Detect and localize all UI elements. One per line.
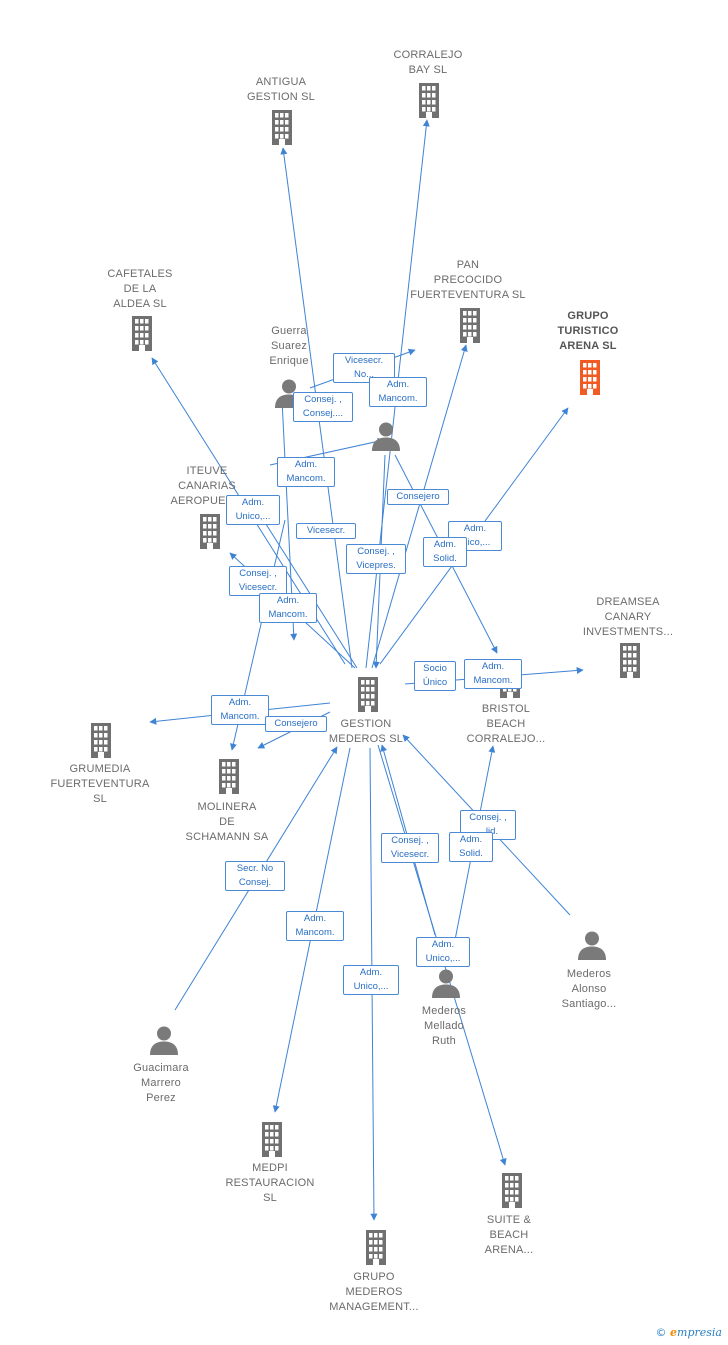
node-name: ANTIGUA GESTION SL <box>246 76 316 103</box>
building-icon-suite[interactable] <box>501 1172 523 1213</box>
node-name: Mederos Alonso Santiago... <box>561 968 617 1010</box>
relation-role-label: Adm. Mancom. <box>464 659 522 689</box>
building-icon-gestion[interactable] <box>357 676 379 717</box>
building-icon-pan[interactable] <box>459 307 481 348</box>
copyright-symbol: © <box>655 1326 667 1339</box>
node-name: CORRALEJO BAY SL <box>393 49 463 76</box>
node-name: SUITE & BEACH ARENA... <box>484 1214 534 1256</box>
person-icon-ruth[interactable] <box>431 968 461 1003</box>
node-name: PAN PRECOCIDO FUERTEVENTURA SL <box>410 259 526 301</box>
node-name: GRUPO TURISTICO ARENA SL <box>557 310 619 352</box>
relation-role-label: Adm. Mancom. <box>286 911 344 941</box>
node-name: CAFETALES DE LA ALDEA SL <box>107 268 173 310</box>
person-icon-guacimara[interactable] <box>149 1025 179 1060</box>
person-icon-anon[interactable] <box>371 421 401 456</box>
node-name: BRISTOL BEACH CORRALEJO... <box>466 703 546 745</box>
relation-role-label: Vicesecr. <box>296 523 356 539</box>
node-label-bristol[interactable]: BRISTOL BEACH CORRALEJO... <box>436 702 576 747</box>
building-icon-antigua[interactable] <box>271 109 293 150</box>
node-label-iteuve[interactable]: ITEUVE CANARIAS AEROPUER... <box>137 464 277 509</box>
relation-role-label: Adm. Mancom. <box>259 593 317 623</box>
node-label-grupo_turistico[interactable]: GRUPO TURISTICO ARENA SL <box>518 309 658 354</box>
building-icon-grupo_mederos[interactable] <box>365 1229 387 1270</box>
node-label-corralejo[interactable]: CORRALEJO BAY SL <box>358 48 498 78</box>
node-label-grumedia[interactable]: GRUMEDIA FUERTEVENTURA SL <box>30 762 170 807</box>
relation-edge <box>371 344 468 669</box>
relation-role-label: Adm. Unico,... <box>416 937 470 967</box>
relation-role-label: Consej. , Vicepres. <box>346 544 406 574</box>
node-label-gestion[interactable]: GESTION MEDEROS SL <box>296 717 436 747</box>
building-icon-iteuve[interactable] <box>199 513 221 554</box>
relation-role-label: Adm. Mancom. <box>211 695 269 725</box>
relation-role-label: Adm. Solid. <box>449 832 493 862</box>
node-name: MOLINERA DE SCHAMANN SA <box>185 801 269 843</box>
node-label-guacimara[interactable]: Guacimara Marrero Perez <box>91 1061 231 1106</box>
node-name: GESTION MEDEROS SL <box>328 718 404 745</box>
node-name: GRUPO MEDEROS MANAGEMENT... <box>329 1271 419 1313</box>
node-label-cafetales[interactable]: CAFETALES DE LA ALDEA SL <box>70 267 210 312</box>
node-label-suite[interactable]: SUITE & BEACH ARENA... <box>439 1213 579 1258</box>
node-label-ruth[interactable]: Mederos Mellado Ruth <box>374 1004 514 1049</box>
brand-initial: e <box>670 1326 678 1339</box>
node-name: Mederos Mellado Ruth <box>421 1005 467 1047</box>
building-icon-cafetales[interactable] <box>131 315 153 356</box>
node-name: Guerra Suarez Enrique <box>269 325 309 367</box>
relation-role-label: Adm. Unico,... <box>343 965 399 995</box>
node-label-pan[interactable]: PAN PRECOCIDO FUERTEVENTURA SL <box>398 258 538 303</box>
building-icon-grupo_turistico[interactable] <box>579 359 601 400</box>
relation-role-label: Consej. , Vicesecr. <box>229 566 287 596</box>
relation-role-label: Consej. , Consej.... <box>293 392 353 422</box>
building-icon-grumedia[interactable] <box>90 722 112 763</box>
node-label-antigua[interactable]: ANTIGUA GESTION SL <box>211 75 351 105</box>
building-icon-molinera[interactable] <box>218 758 240 799</box>
relation-edge <box>251 501 358 669</box>
node-name: Guacimara Marrero Perez <box>133 1062 189 1104</box>
node-name: ITEUVE CANARIAS AEROPUER... <box>170 465 244 507</box>
relation-role-label: Adm. Mancom. <box>369 377 427 407</box>
building-icon-medpi[interactable] <box>261 1121 283 1162</box>
node-label-alonso[interactable]: Mederos Alonso Santiago... <box>519 967 659 1012</box>
node-name: MEDPI RESTAURACION SL <box>225 1162 315 1204</box>
brand-name: mpresia <box>677 1326 722 1339</box>
relation-role-label: Consej. , Vicesecr. <box>381 833 439 863</box>
empresia-credit[interactable]: © empresia <box>656 1326 722 1339</box>
relation-role-label: Adm. Mancom. <box>277 457 335 487</box>
relation-role-label: Socio Único <box>414 661 456 691</box>
node-label-guerra[interactable]: Guerra Suarez Enrique <box>219 324 359 369</box>
relation-role-label: Consejero <box>387 489 449 505</box>
node-label-molinera[interactable]: MOLINERA DE SCHAMANN SA <box>157 800 297 845</box>
node-label-grupo_mederos[interactable]: GRUPO MEDEROS MANAGEMENT... <box>304 1270 444 1315</box>
relation-role-label: Adm. Unico,... <box>226 495 280 525</box>
building-icon-corralejo[interactable] <box>418 82 440 123</box>
relation-role-label: Secr. No Consej. <box>225 861 285 891</box>
node-name: GRUMEDIA FUERTEVENTURA SL <box>50 763 150 805</box>
node-label-medpi[interactable]: MEDPI RESTAURACION SL <box>200 1161 340 1206</box>
building-icon-dreamsea[interactable] <box>619 642 641 683</box>
person-icon-alonso[interactable] <box>577 930 607 965</box>
relation-role-label: Adm. Solid. <box>423 537 467 567</box>
node-label-dreamsea[interactable]: DREAMSEA CANARY INVESTMENTS... <box>558 595 698 640</box>
node-name: DREAMSEA CANARY INVESTMENTS... <box>582 596 674 638</box>
relation-role-label: Consejero <box>265 716 327 732</box>
